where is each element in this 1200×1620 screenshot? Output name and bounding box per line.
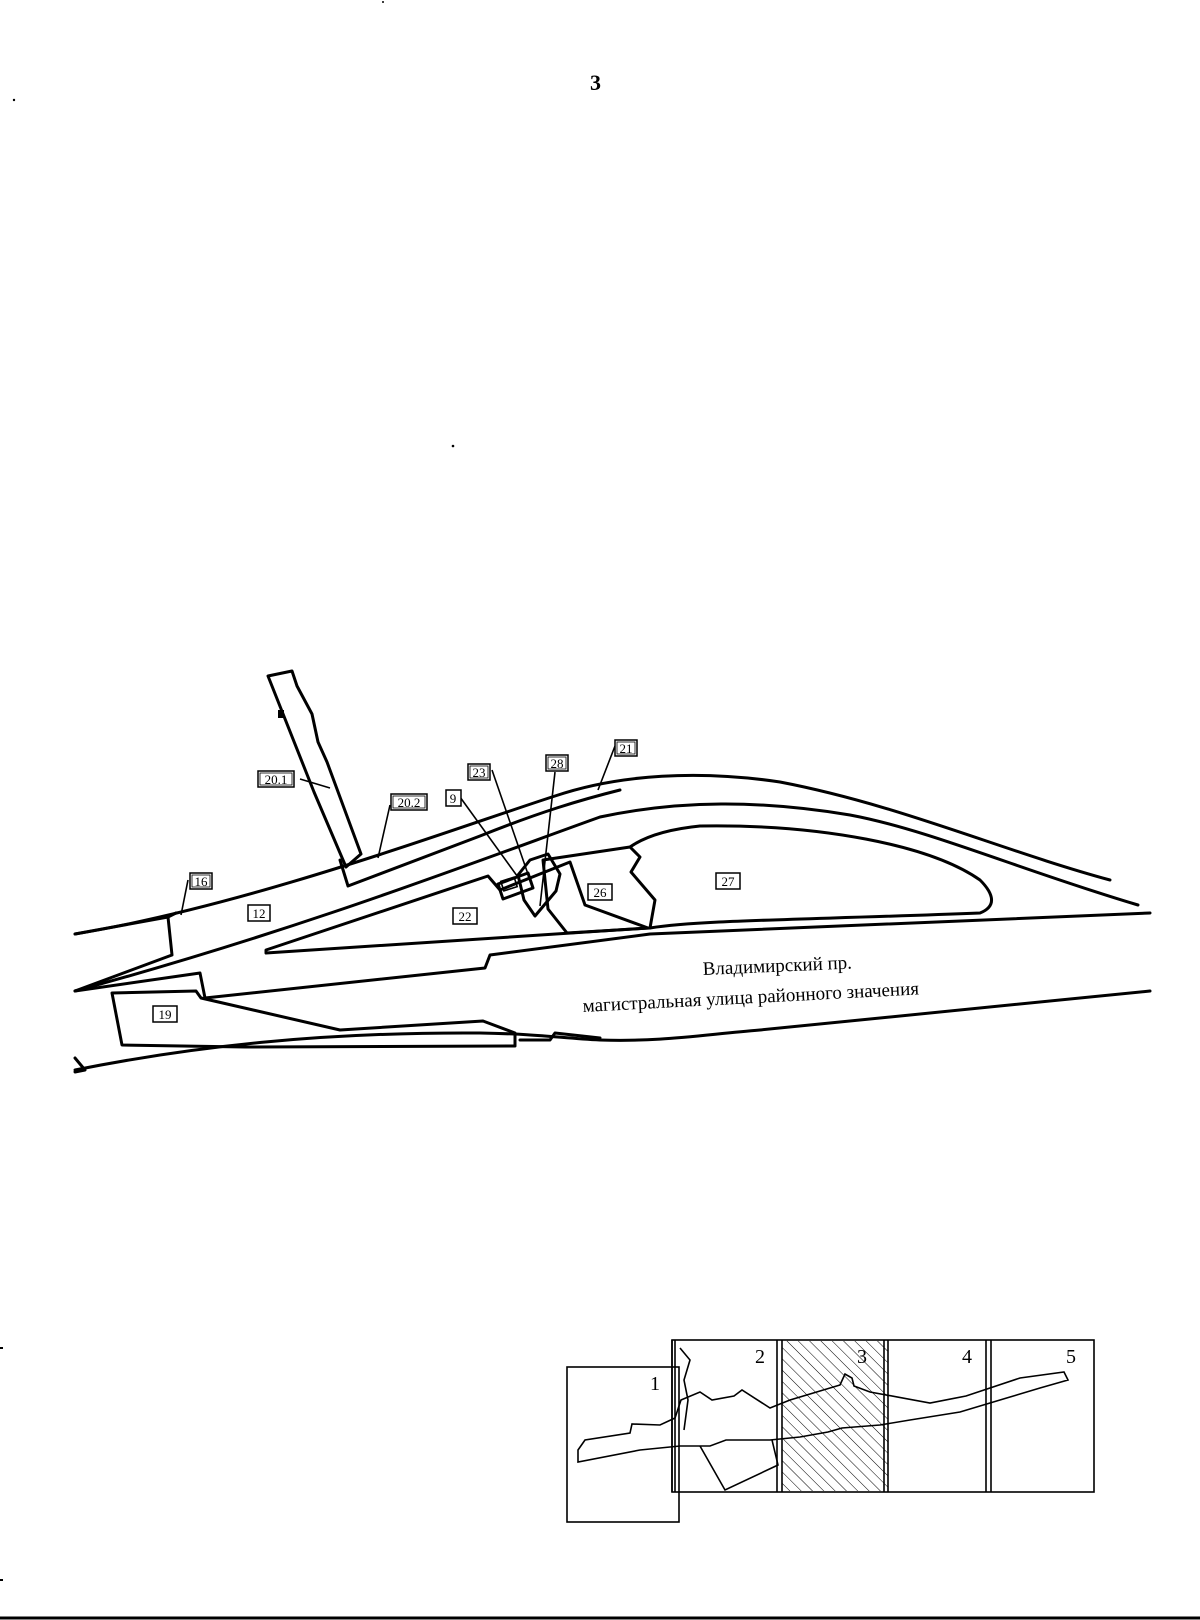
svg-text:26: 26 <box>594 885 608 900</box>
parcel-20-1-marker <box>278 710 284 718</box>
key-sheet-label-1: 1 <box>650 1373 660 1395</box>
svg-text:20.2: 20.2 <box>398 795 421 810</box>
parcel-label-27: 27 <box>715 872 741 890</box>
leader-20-2 <box>377 804 391 859</box>
parcel-22-outline <box>264 860 650 955</box>
parcel-label-26: 26 <box>587 883 613 901</box>
leader-28 <box>539 771 556 907</box>
leader-20-1 <box>299 778 331 789</box>
svg-text:12: 12 <box>253 906 266 921</box>
parcel-20-2-outline <box>338 788 622 888</box>
parcel-label-19: 19 <box>152 1005 178 1023</box>
svg-text:28: 28 <box>551 756 564 771</box>
svg-text:22: 22 <box>459 909 472 924</box>
parcel-label-9: 9 <box>445 789 462 807</box>
svg-text:21: 21 <box>620 741 633 756</box>
key-route-outline <box>577 1371 1070 1463</box>
parcel-9-outline <box>496 871 535 901</box>
leader-lines <box>180 745 616 916</box>
parcel-label-23: 23 <box>467 763 491 781</box>
parcel-23-28-outline <box>516 852 562 918</box>
parcel-9-inner <box>499 876 519 892</box>
key-sheet-dividers <box>671 1340 992 1492</box>
svg-text:23: 23 <box>473 765 486 780</box>
svg-text:20.1: 20.1 <box>265 772 288 787</box>
north-boundary-line <box>73 773 1112 936</box>
svg-text:27: 27 <box>722 874 736 889</box>
west-edge-tick <box>73 1056 87 1074</box>
street-north-edge <box>73 911 1152 1000</box>
parcel-label-21: 21 <box>614 739 638 757</box>
parcel-label-22: 22 <box>452 907 478 925</box>
svg-text:19: 19 <box>159 1007 172 1022</box>
key-sheet-label-2: 2 <box>755 1346 765 1368</box>
svg-text:9: 9 <box>450 791 457 806</box>
parcel-20-1-outline <box>266 669 363 869</box>
leader-9 <box>459 796 521 881</box>
key-map: 1 2 3 4 5 <box>566 1339 1095 1523</box>
key-sheet-label-4: 4 <box>962 1346 972 1368</box>
key-sheet-3-hatch <box>782 1341 888 1491</box>
key-sheet-1-frame <box>566 1366 680 1523</box>
key-sheet-label-3: 3 <box>857 1346 867 1368</box>
street-south-curb <box>518 1031 602 1042</box>
parcel-19-outline <box>110 989 517 1049</box>
street-type-label: магистральная улица районного значения <box>582 978 920 1017</box>
parcel-label-20-1: 20.1 <box>257 770 295 788</box>
parcel-label-20-2: 20.2 <box>390 793 428 811</box>
leader-21 <box>597 745 616 791</box>
north-inner-line <box>73 802 1140 993</box>
leader-23 <box>491 769 531 881</box>
key-sheet-label-5: 5 <box>1066 1346 1076 1368</box>
parcel-26-27-outline <box>541 845 657 935</box>
street-name-label: Владимирский пр. <box>702 953 852 980</box>
svg-text:16: 16 <box>195 874 209 889</box>
key-sheet-2-detail <box>699 1439 779 1492</box>
key-west-spur <box>679 1347 691 1431</box>
parcel-16-outline <box>73 915 174 993</box>
page-number: 3 <box>590 70 601 95</box>
site-plan <box>73 669 1152 1074</box>
street-south-edge <box>73 989 1152 1072</box>
parcel-label-28: 28 <box>545 754 569 772</box>
parcel-label-16: 16 <box>189 872 213 890</box>
parcel-27-outline <box>628 824 993 930</box>
leader-16 <box>180 879 189 916</box>
parcel-label-12: 12 <box>247 904 271 922</box>
